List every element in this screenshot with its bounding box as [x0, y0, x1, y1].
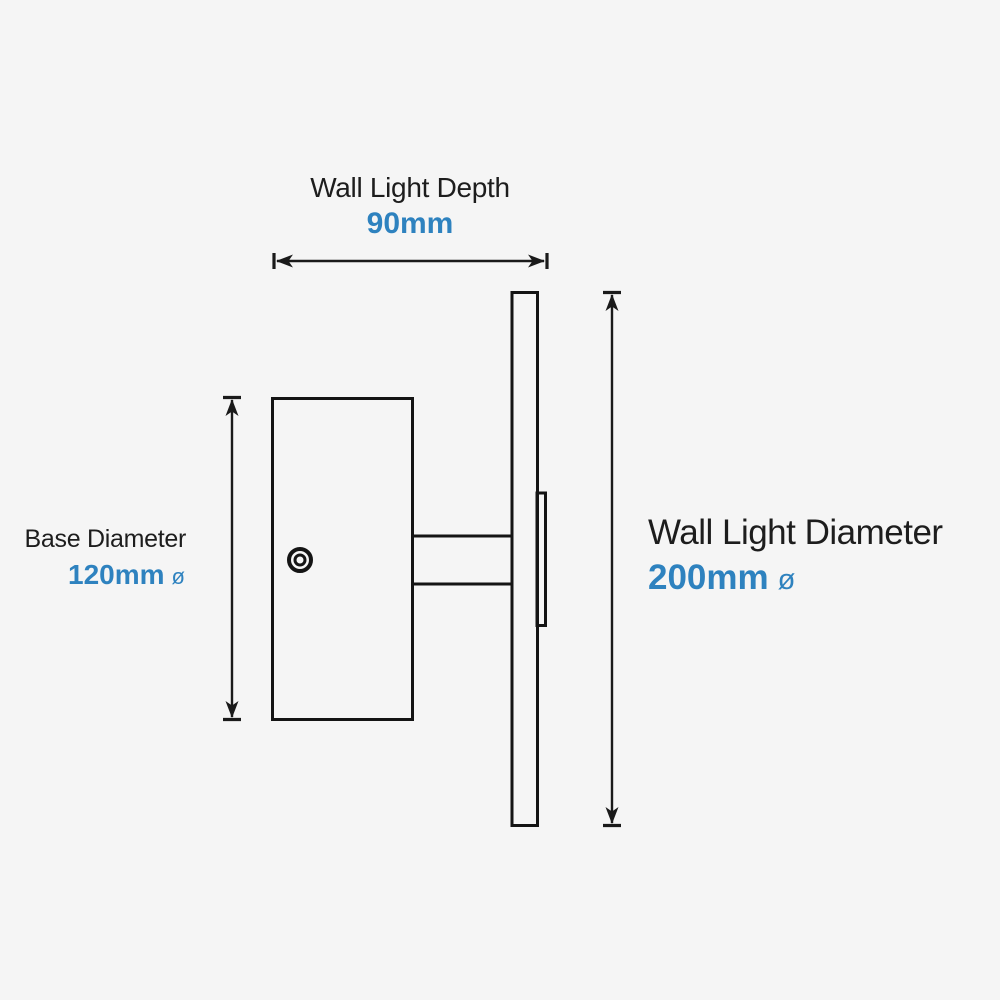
wall-light-diameter-value-number: 200mm: [648, 558, 769, 597]
base-diameter-dimension-arrow: [223, 395, 241, 722]
depth-value-number: 90mm: [367, 207, 454, 240]
depth-arrowhead-right: [528, 254, 545, 268]
depth-annotation: Wall Light Depth 90mm: [310, 172, 510, 240]
base-diameter-annotation: Base Diameter 120mm ø: [25, 525, 187, 590]
screw-head-icon: [287, 547, 313, 573]
diameter-arrowhead-down: [605, 807, 619, 824]
wall-light-diameter-dimension-arrow: [603, 290, 621, 828]
fixture-outline: [271, 291, 547, 827]
base-arrowhead-up: [225, 399, 239, 416]
wall-light-diameter-value-symbol: ø: [778, 564, 796, 596]
wall-light-diameter-value: 200mm ø: [648, 558, 796, 597]
diameter-arrowhead-up: [605, 294, 619, 311]
depth-value: 90mm: [367, 207, 454, 240]
base-diameter-label: Base Diameter: [25, 525, 186, 553]
wall-light-diameter-label: Wall Light Diameter: [648, 513, 943, 552]
light-disc-outline: [510, 291, 539, 827]
base-diameter-value-symbol: ø: [172, 564, 185, 589]
screw-inner-ring: [293, 553, 307, 567]
wall-light-diameter-annotation: Wall Light Diameter 200mm ø: [648, 513, 944, 597]
depth-arrowhead-left: [276, 254, 293, 268]
base-diameter-value: 120mm ø: [68, 559, 185, 590]
base-diameter-value-number: 120mm: [68, 559, 165, 590]
base-outline: [271, 397, 414, 721]
depth-dimension-arrow: [272, 253, 549, 269]
screw-outer-ring: [287, 547, 313, 573]
depth-label: Wall Light Depth: [310, 172, 510, 203]
base-arrowhead-down: [225, 701, 239, 718]
